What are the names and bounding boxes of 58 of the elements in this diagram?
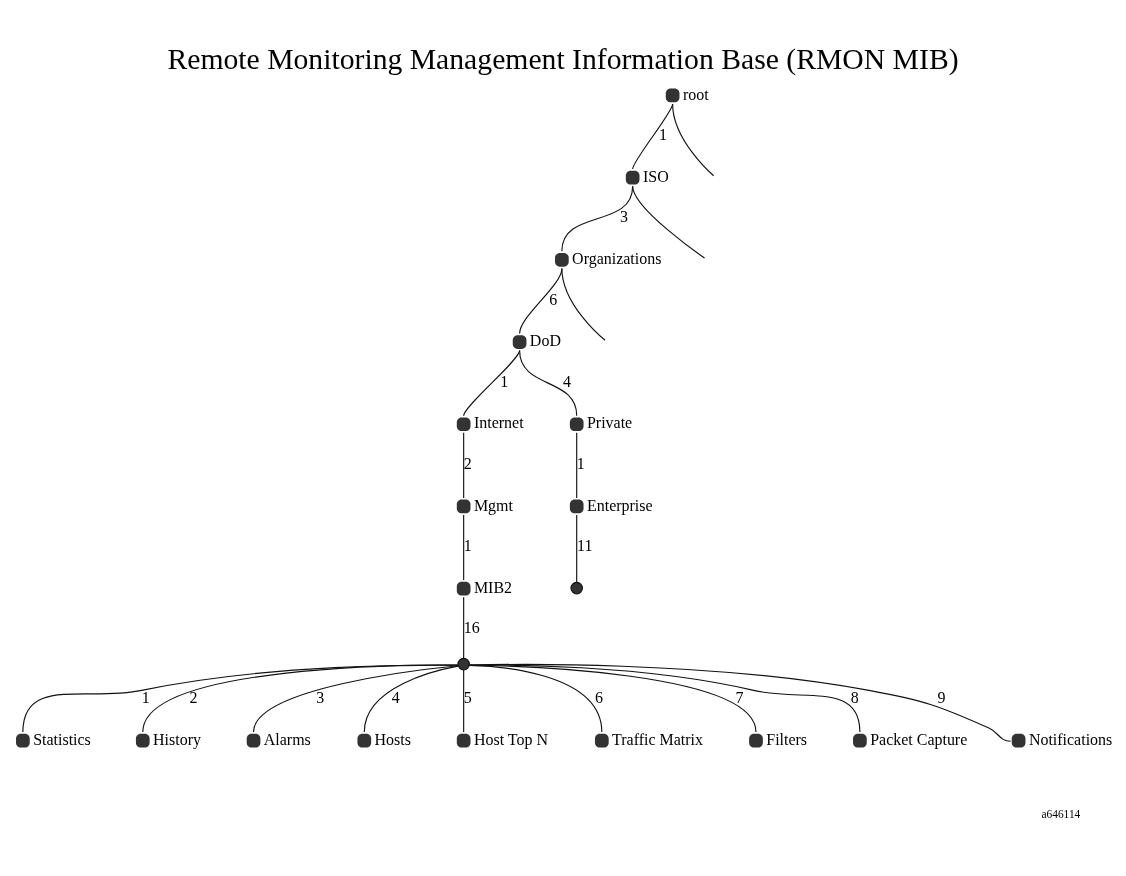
edge-label: 1 [658, 126, 667, 144]
connector [22, 664, 459, 733]
node-label: Statistics [33, 730, 91, 748]
edge-label: 11 [577, 537, 593, 555]
node-label: Traffic Matrix [612, 730, 704, 748]
edge-label: 6 [549, 290, 558, 308]
node-label: ISO [642, 167, 669, 185]
node-label: Packet Capture [870, 730, 968, 748]
connector [363, 665, 459, 733]
connector [576, 514, 578, 583]
node-label: DoD [529, 332, 561, 350]
edge-label: 16 [463, 619, 480, 637]
edge-label: 8 [850, 689, 859, 707]
label: a646114 [1041, 807, 1081, 820]
connector [463, 596, 465, 659]
node-label: History [153, 730, 201, 748]
connector [463, 514, 465, 581]
edge-label: 4 [391, 689, 400, 707]
connector [463, 350, 521, 417]
node-label: Alarms [263, 730, 311, 748]
edge-label: 3 [316, 689, 325, 707]
node-label: Hosts [374, 730, 411, 748]
edge-label: 3 [620, 208, 629, 226]
node-label: Notifications [1028, 730, 1113, 748]
node-label: Filters [766, 730, 808, 748]
node-label: Organizations [572, 250, 662, 268]
connector [632, 103, 674, 170]
connector [463, 669, 465, 733]
edge-label: 5 [463, 689, 472, 707]
edge-label: 9 [937, 689, 946, 707]
connector [672, 103, 715, 177]
node-label: Mgmt [473, 496, 513, 514]
node-circle [457, 657, 470, 671]
connector [519, 350, 578, 417]
connector [142, 664, 459, 733]
connector [252, 665, 459, 733]
connector [561, 267, 606, 341]
edge-label: 1 [576, 455, 585, 473]
connector [576, 432, 578, 499]
node-label: MIB2 [473, 578, 513, 596]
node-label: Host Top N [473, 730, 548, 748]
node-circle [570, 581, 584, 595]
edge-label: 4 [563, 372, 571, 390]
node-label: Internet [473, 414, 524, 432]
edge-label: 7 [735, 689, 744, 707]
node-label: root [682, 85, 709, 103]
connector [468, 663, 1012, 742]
edge-label: 6 [594, 689, 603, 707]
diagram-title: Remote Monitoring Management Information Base (RMON MIB) [167, 42, 959, 75]
edge-label: 1 [463, 537, 472, 555]
edge-label: 1 [141, 689, 150, 707]
edge-label: 1 [500, 372, 509, 390]
edge-label: 2 [189, 689, 198, 707]
connector [463, 432, 465, 499]
node-label: Enterprise [586, 496, 653, 514]
edge-label: 2 [463, 455, 472, 473]
connector [632, 185, 706, 259]
node-label: Private [586, 414, 633, 432]
